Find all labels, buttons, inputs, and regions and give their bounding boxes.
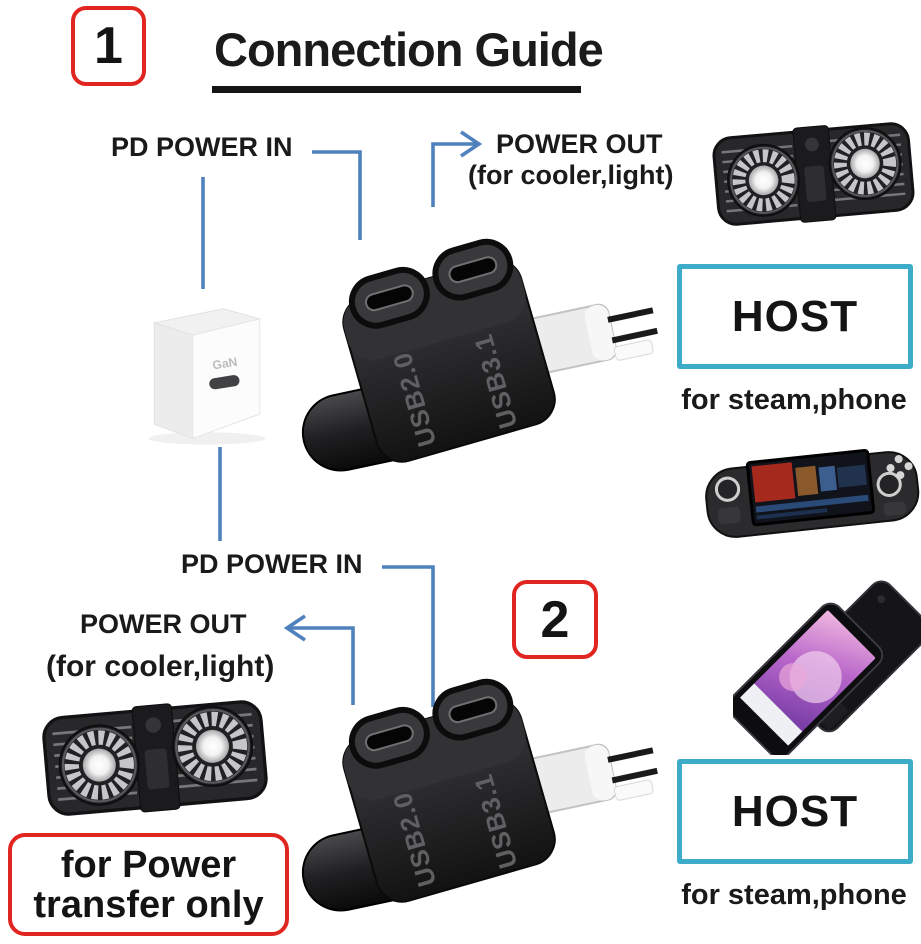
line-left-port-to-power-out-2 <box>289 626 355 705</box>
power-out-label-2: POWER OUT <box>80 609 247 639</box>
line-pd-in-to-right-port-2 <box>382 565 435 707</box>
host-label-1: HOST <box>731 291 859 341</box>
host-label-2: HOST <box>731 786 859 836</box>
power-out-sublabel-1: (for cooler,light) <box>468 160 674 190</box>
usb-adapter-icon-2: USB2.0 USB3.1 <box>301 678 658 912</box>
pd-power-in-label-2: PD POWER IN <box>181 549 363 579</box>
power-out-sublabel-2: (for cooler,light) <box>46 650 275 683</box>
note-line-1: for Power <box>60 843 237 886</box>
usb-adapter-icon: USB2.0 USB3.1 <box>301 238 658 472</box>
fan-right <box>828 127 902 201</box>
host-box-2: HOST <box>677 759 913 864</box>
charger-icon: GaN <box>148 308 266 445</box>
phone-icon <box>733 580 921 755</box>
cooler-icon <box>712 122 915 226</box>
usb3-port <box>432 678 514 741</box>
arrowhead-left-icon <box>283 614 306 642</box>
step-2-number: 2 <box>540 590 570 649</box>
steam-deck-icon <box>705 448 920 538</box>
step-1-badge: 1 <box>71 6 146 86</box>
host-sublabel-1: for steam,phone <box>681 384 907 416</box>
page-title: Connection Guide <box>214 23 604 76</box>
phone-front <box>733 602 884 755</box>
left-joystick <box>714 476 741 502</box>
line-pd-in-to-left-port-1 <box>312 150 362 240</box>
power-out-label-1: POWER OUT <box>496 129 663 159</box>
right-joystick <box>876 471 902 497</box>
usb2-port <box>348 706 430 769</box>
fan-left <box>727 143 801 217</box>
host-box-1: HOST <box>677 264 913 369</box>
line-right-port-to-power-out-1 <box>431 142 476 207</box>
step-1-number: 1 <box>94 17 123 75</box>
fan-right <box>171 705 254 788</box>
host-sublabel-2: for steam,phone <box>681 879 907 911</box>
power-transfer-note: for Power transfer only <box>8 833 289 936</box>
arrowhead-right-icon <box>460 130 483 158</box>
step-2-badge: 2 <box>512 580 598 659</box>
fan-left <box>58 724 141 806</box>
charger-usb-c-port <box>209 375 240 390</box>
title-underline <box>212 86 581 93</box>
usb2-port <box>348 266 430 329</box>
cooler-icon-2 <box>42 700 268 816</box>
pd-power-in-label-1: PD POWER IN <box>111 132 293 162</box>
action-buttons <box>886 455 913 480</box>
charger-gan-label: GaN <box>211 355 238 373</box>
usb3-port <box>432 238 514 301</box>
note-line-2: transfer only <box>33 883 264 926</box>
